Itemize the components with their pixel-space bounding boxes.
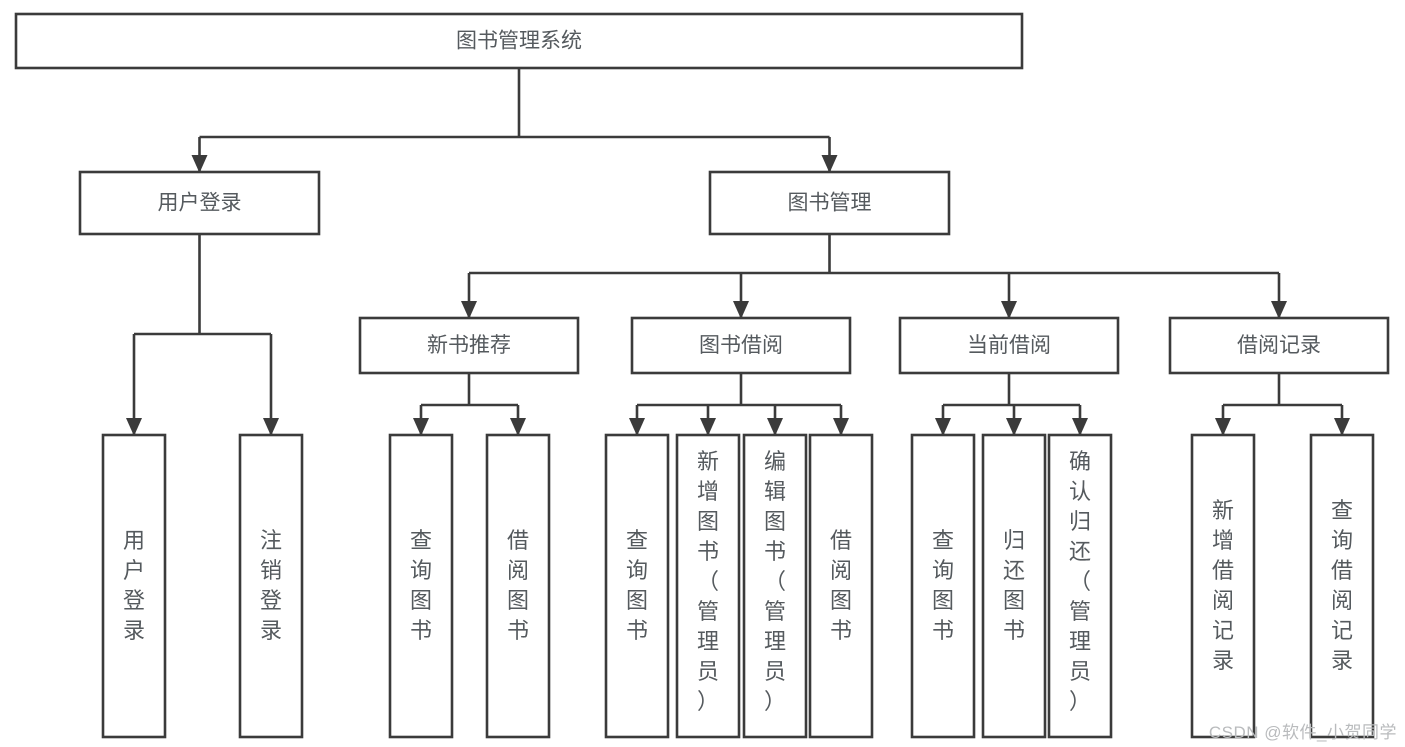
- node-label: 图书管理: [788, 192, 872, 215]
- node-label: 图书管理系统: [456, 30, 582, 53]
- node-label: 图书借阅: [699, 334, 783, 357]
- node-label: 用户登录: [123, 528, 145, 643]
- node-leaf-confirm-return[interactable]: 确认归还（管理员）: [1047, 433, 1113, 739]
- node-box: [630, 316, 852, 375]
- arrow-head-icon: [1001, 301, 1017, 319]
- node-box: [1047, 433, 1113, 739]
- node-borrow-record[interactable]: 借阅记录: [1168, 316, 1390, 375]
- arrow-head-icon: [833, 418, 849, 436]
- node-leaf-query-book-3[interactable]: 查询图书: [910, 433, 976, 739]
- node-current-borrow[interactable]: 当前借阅: [898, 316, 1120, 375]
- arrow-head-icon: [1006, 418, 1022, 436]
- node-box: [708, 170, 951, 236]
- node-label: 确认归还（管理员）: [1069, 449, 1091, 714]
- arrow-head-icon: [767, 418, 783, 436]
- node-leaf-add-book[interactable]: 新增图书（管理员）: [675, 433, 741, 739]
- node-label: 用户登录: [158, 192, 242, 215]
- watermark-text: CSDN @软件_小贺同学: [1208, 723, 1397, 742]
- arrow-head-icon: [1215, 418, 1231, 436]
- node-label: 借阅图书: [507, 528, 529, 643]
- arrow-head-icon: [461, 301, 477, 319]
- node-box: [238, 433, 304, 739]
- node-label: 新增借阅记录: [1212, 498, 1234, 673]
- arrow-head-icon: [263, 418, 279, 436]
- node-label: 借阅记录: [1237, 334, 1321, 357]
- node-book-borrow[interactable]: 图书借阅: [630, 316, 852, 375]
- node-book-manage[interactable]: 图书管理: [708, 170, 951, 236]
- node-leaf-query-book-1[interactable]: 查询图书: [388, 433, 454, 739]
- node-box: [898, 316, 1120, 375]
- node-leaf-user-login[interactable]: 用户登录: [101, 433, 167, 739]
- node-leaf-return-book[interactable]: 归还图书: [981, 433, 1047, 739]
- arrow-head-icon: [191, 155, 208, 173]
- node-label: 当前借阅: [967, 334, 1051, 357]
- node-leaf-borrow-book-2[interactable]: 借阅图书: [808, 433, 874, 739]
- node-label: 借阅图书: [830, 528, 852, 643]
- node-box: [910, 433, 976, 739]
- node-user-login[interactable]: 用户登录: [78, 170, 321, 236]
- node-box: [485, 433, 551, 739]
- arrow-head-icon: [510, 418, 526, 436]
- node-new-book-rec[interactable]: 新书推荐: [358, 316, 580, 375]
- node-box: [1168, 316, 1390, 375]
- node-layer: 图书管理系统用户登录图书管理新书推荐图书借阅当前借阅借阅记录用户登录注销登录查询…: [14, 12, 1390, 739]
- node-label: 新增图书（管理员）: [697, 449, 719, 714]
- node-box: [14, 12, 1024, 70]
- arrow-head-icon: [1072, 418, 1088, 436]
- node-label: 查询图书: [410, 528, 432, 643]
- node-box: [1309, 433, 1375, 739]
- node-box: [358, 316, 580, 375]
- node-box: [101, 433, 167, 739]
- node-label: 查询图书: [626, 528, 648, 643]
- node-box: [675, 433, 741, 739]
- node-box: [742, 433, 808, 739]
- node-box: [604, 433, 670, 739]
- edge-layer: [126, 68, 1350, 436]
- node-root[interactable]: 图书管理系统: [14, 12, 1024, 70]
- arrow-head-icon: [733, 301, 749, 319]
- arrow-head-icon: [126, 418, 142, 436]
- node-box: [78, 170, 321, 236]
- node-label: 新书推荐: [427, 334, 511, 357]
- node-leaf-query-book-2[interactable]: 查询图书: [604, 433, 670, 739]
- arrow-head-icon: [1271, 301, 1287, 319]
- arrow-head-icon: [413, 418, 429, 436]
- node-leaf-borrow-book-1[interactable]: 借阅图书: [485, 433, 551, 739]
- node-label: 编辑图书（管理员）: [764, 449, 786, 714]
- arrow-head-icon: [629, 418, 645, 436]
- node-box: [388, 433, 454, 739]
- node-label: 查询借阅记录: [1331, 498, 1353, 673]
- arrow-head-icon: [821, 155, 838, 173]
- node-box: [808, 433, 874, 739]
- node-label: 查询图书: [932, 528, 954, 643]
- node-leaf-logout[interactable]: 注销登录: [238, 433, 304, 739]
- arrow-head-icon: [1334, 418, 1350, 436]
- arrow-head-icon: [700, 418, 716, 436]
- node-leaf-query-record[interactable]: 查询借阅记录: [1309, 433, 1375, 739]
- node-box: [1190, 433, 1256, 739]
- node-leaf-edit-book[interactable]: 编辑图书（管理员）: [742, 433, 808, 739]
- node-leaf-add-record[interactable]: 新增借阅记录: [1190, 433, 1256, 739]
- node-label: 注销登录: [260, 528, 282, 643]
- node-box: [981, 433, 1047, 739]
- arrow-head-icon: [935, 418, 951, 436]
- node-label: 归还图书: [1003, 528, 1025, 643]
